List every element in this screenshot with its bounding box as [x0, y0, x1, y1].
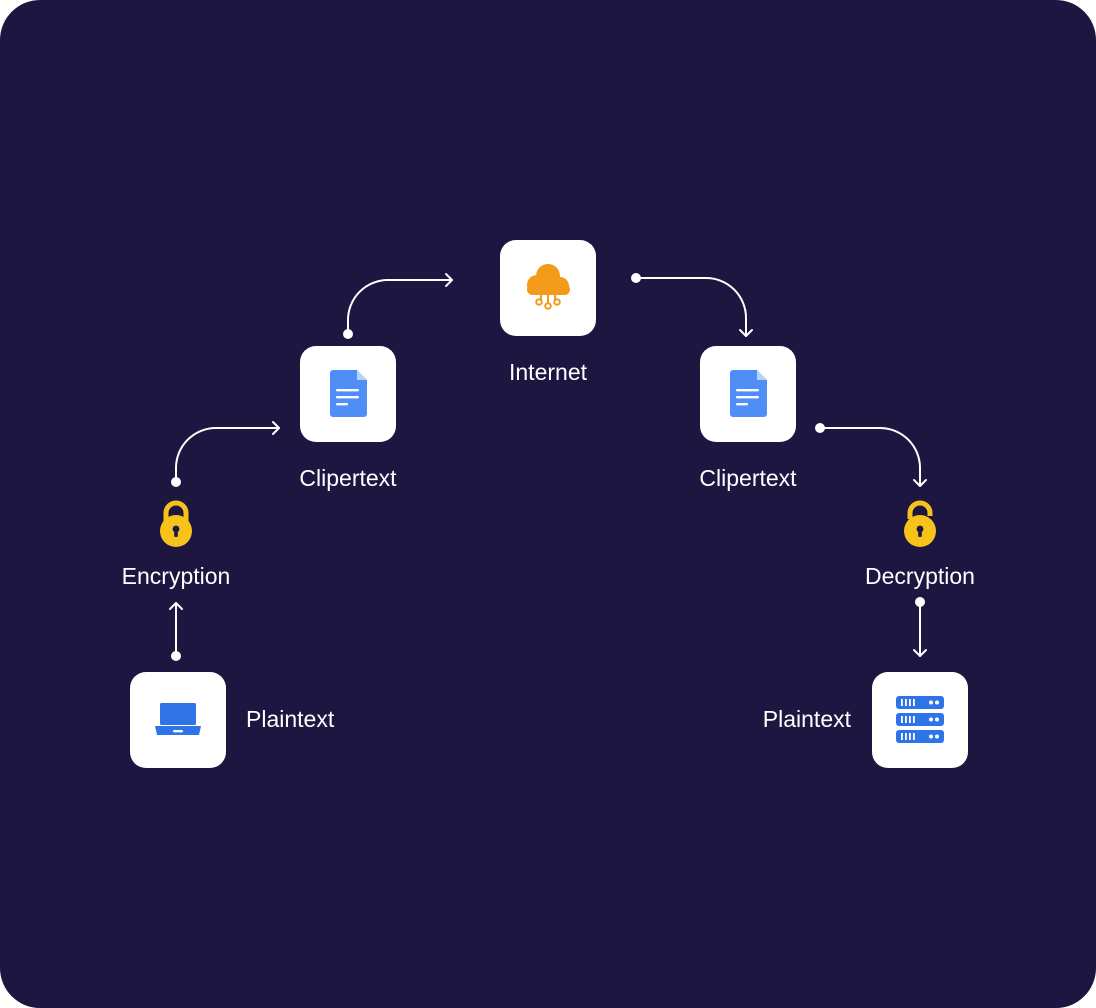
server-icon: [896, 696, 944, 743]
lock-open-icon: [904, 500, 936, 547]
document-icon: [730, 370, 767, 417]
connector-ciphertext-to-internet: [347, 273, 453, 334]
node-label: Encryption: [122, 563, 231, 589]
node-label: Decryption: [865, 563, 975, 589]
laptop-icon: [155, 703, 201, 735]
connector-plaintext-to-encryption: [169, 602, 183, 656]
document-icon: [330, 370, 367, 417]
node-label: Clipertext: [299, 465, 397, 491]
connector-start-dot: [631, 273, 641, 283]
connector-start-dot: [915, 597, 925, 607]
connector-decryption-to-plaintext: [913, 601, 927, 657]
node-ciphertext-incoming: Clipertext: [699, 346, 797, 491]
cloud-network-icon: [527, 264, 570, 310]
connector-ciphertext-to-decryption: [819, 427, 927, 487]
node-label: Clipertext: [699, 465, 797, 491]
node-internet: Internet: [500, 240, 596, 385]
node-encryption: Encryption: [122, 500, 231, 589]
lock-closed-icon: [160, 500, 192, 547]
node-plaintext-source: Plaintext: [130, 672, 335, 768]
connector-start-dot: [815, 423, 825, 433]
node-plaintext-destination: Plaintext: [763, 672, 968, 768]
node-label: Plaintext: [763, 706, 852, 732]
connector-start-dot: [343, 329, 353, 339]
connector-start-dot: [171, 651, 181, 661]
node-ciphertext-outgoing: Clipertext: [299, 346, 397, 491]
connector-start-dot: [171, 477, 181, 487]
node-label: Plaintext: [246, 706, 335, 732]
connector-internet-to-ciphertext: [635, 277, 753, 337]
node-label: Internet: [509, 359, 588, 385]
node-decryption: Decryption: [865, 500, 975, 589]
connector-encryption-to-ciphertext: [175, 421, 280, 482]
